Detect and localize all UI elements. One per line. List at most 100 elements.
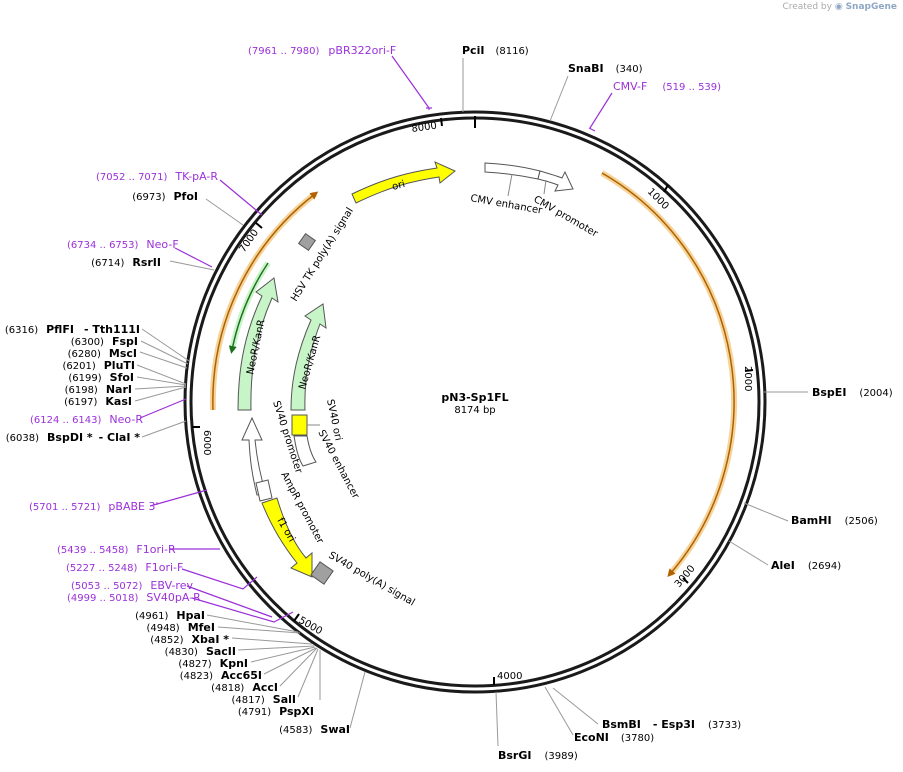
kpni-leader: [250, 646, 316, 663]
enzyme-sfoi: (6199)SfoI: [68, 371, 134, 384]
sv40-ori-feature: [291, 414, 308, 436]
bamhi-name: BamHI: [791, 514, 832, 527]
credit-prefix: Created by: [782, 2, 832, 12]
primer-labels: (7961 .. 7980)pBR322ori-F CMV-F (519 .. 5…: [29, 44, 721, 604]
ebv-rev-name: EBV-rev: [150, 579, 193, 592]
pfoi-pos: (6973): [132, 192, 165, 203]
snabi-leader: [549, 75, 569, 122]
pbr322ori-f-range: (7961 .. 7980): [248, 46, 320, 57]
acci-leader: [279, 647, 318, 687]
nari-pos: (6198): [65, 385, 98, 396]
tick-1000: [663, 184, 669, 193]
sali-leader: [297, 648, 319, 698]
cmv-f-name: CMV-F: [613, 80, 647, 93]
enzyme-pspxi: (4791)PspXI: [238, 705, 314, 718]
enzyme-mfei: (4948)MfeI: [146, 621, 215, 634]
pcii-pos: (8116): [495, 46, 528, 57]
primer-sv40pa-r: (4999 .. 5018)SV40pA-R: [67, 591, 201, 604]
enzyme-labels: PciI(8116) SnaBI(340) BspEI(2004) BamHI(…: [5, 44, 893, 762]
primer-markers: [139, 55, 613, 623]
acc65i-name: Acc65I: [221, 669, 262, 682]
enzyme-acc65i: (4823)Acc65I: [180, 669, 262, 682]
hpai-pos: (4961): [135, 611, 168, 622]
sfoi-name: SfoI: [110, 371, 134, 384]
nari-name: NarI: [106, 383, 132, 396]
f1ori-r-range: (5439 .. 5458): [57, 545, 129, 556]
enzyme-bsrgi: BsrGI(3989): [498, 749, 578, 762]
pflfi-extra: - Tth111I: [84, 323, 140, 336]
bsmbi-pos: (3733): [708, 720, 741, 731]
swai-leader: [349, 671, 366, 729]
neokanr-outer-feature: [237, 277, 279, 411]
acci-name: AccI: [252, 681, 278, 694]
sacii-pos: (4830): [165, 647, 198, 658]
sfoi-leader: [136, 376, 187, 386]
bspei-name: BspEI: [812, 386, 846, 399]
tick-label-8000: 8000: [411, 121, 438, 135]
tk-pa-r-marker: [219, 179, 263, 216]
alei-leader: [728, 540, 769, 566]
msci-pos: (6280): [68, 349, 101, 360]
enzyme-sacii: (4830)SacII: [165, 645, 236, 658]
tick-5000: [293, 613, 300, 622]
pflfi-pos: (6316): [5, 325, 38, 336]
enzyme-fspi: (6300)FspI: [71, 335, 138, 348]
credit-brand: SnapGene: [845, 2, 897, 12]
hsv-tk-polya-feature: [297, 232, 317, 252]
cmv-promoter-feature: [537, 170, 574, 192]
bspdi-extra: - ClaI *: [99, 431, 141, 444]
bsmbi-name: BsmBI: [602, 718, 641, 731]
pluti-name: PluTI: [104, 359, 135, 372]
kasi-leader: [134, 386, 187, 402]
enzyme-msci: (6280)MscI: [68, 347, 137, 360]
enzyme-snabi: SnaBI(340): [568, 62, 643, 75]
tick-2000: [744, 369, 754, 372]
xbai-pos: (4852): [150, 635, 183, 646]
tick-label-4000: 4000: [497, 671, 522, 682]
plasmid-title: pN3-Sp1FL 8174 bp: [441, 391, 508, 416]
enzyme-rsrii: (6714)RsrII: [91, 256, 161, 269]
f1ori-f-name: F1ori-F: [145, 561, 183, 574]
ori-label: ori: [391, 179, 406, 193]
enzyme-sali: (4817) SalI: [232, 693, 296, 706]
snabi-name: SnaBI: [568, 62, 604, 75]
econi-leader: [544, 686, 574, 736]
sali-pos: (4817): [232, 695, 265, 706]
mfei-leader: [217, 626, 301, 634]
cmv-enhancer-label: CMV enhancer: [469, 193, 543, 217]
bsrgi-name: BsrGI: [498, 749, 531, 762]
bspei-pos: (2004): [859, 388, 892, 399]
tick-8000: [440, 117, 443, 127]
mfei-pos: (4948): [146, 623, 179, 634]
primer-pbr322ori-f: (7961 .. 7980)pBR322ori-F: [248, 44, 396, 57]
pluti-pos: (6201): [62, 361, 95, 372]
fspi-name: FspI: [112, 335, 138, 348]
ebv-rev-range: (5053 .. 5072): [71, 581, 143, 592]
sacii-leader: [237, 645, 315, 651]
acci-pos: (4818): [211, 683, 244, 694]
tick-3000: [682, 577, 689, 584]
bamhi-leader: [743, 502, 789, 522]
pbr322ori-f-marker: [391, 55, 430, 110]
tick-7000: [255, 222, 263, 229]
enzyme-pluti: (6201) PluTI: [62, 359, 135, 372]
econi-name: EcoNI: [574, 731, 609, 744]
alei-name: AleI: [771, 559, 795, 572]
enzyme-kpni: (4827)KpnI: [178, 657, 248, 670]
pbabe3-name: pBABE 3': [108, 500, 158, 513]
cmv-f-marker: [589, 92, 613, 129]
f1ori-r-name: F1ori-R: [136, 543, 176, 556]
tick-label-2000: 2000: [742, 366, 753, 391]
pspxi-name: PspXI: [279, 705, 314, 718]
cmv-f-tick: [588, 127, 596, 132]
enzyme-xbai: (4852)XbaI *: [150, 633, 229, 646]
tk-pa-r-name: TK-pA-R: [174, 170, 218, 183]
sali-name: SalI: [273, 693, 296, 706]
enzyme-pfoi: (6973)PfoI: [132, 190, 198, 203]
bspdi-name: BspDI *: [47, 431, 93, 444]
orf-arcs: [209, 170, 738, 578]
neo-r-marker: [139, 398, 187, 419]
sv40-promoter-feature: [241, 416, 267, 496]
cmv-enhancer-feature: [484, 162, 541, 180]
cmv-f-range: (519 .. 539): [662, 82, 721, 93]
